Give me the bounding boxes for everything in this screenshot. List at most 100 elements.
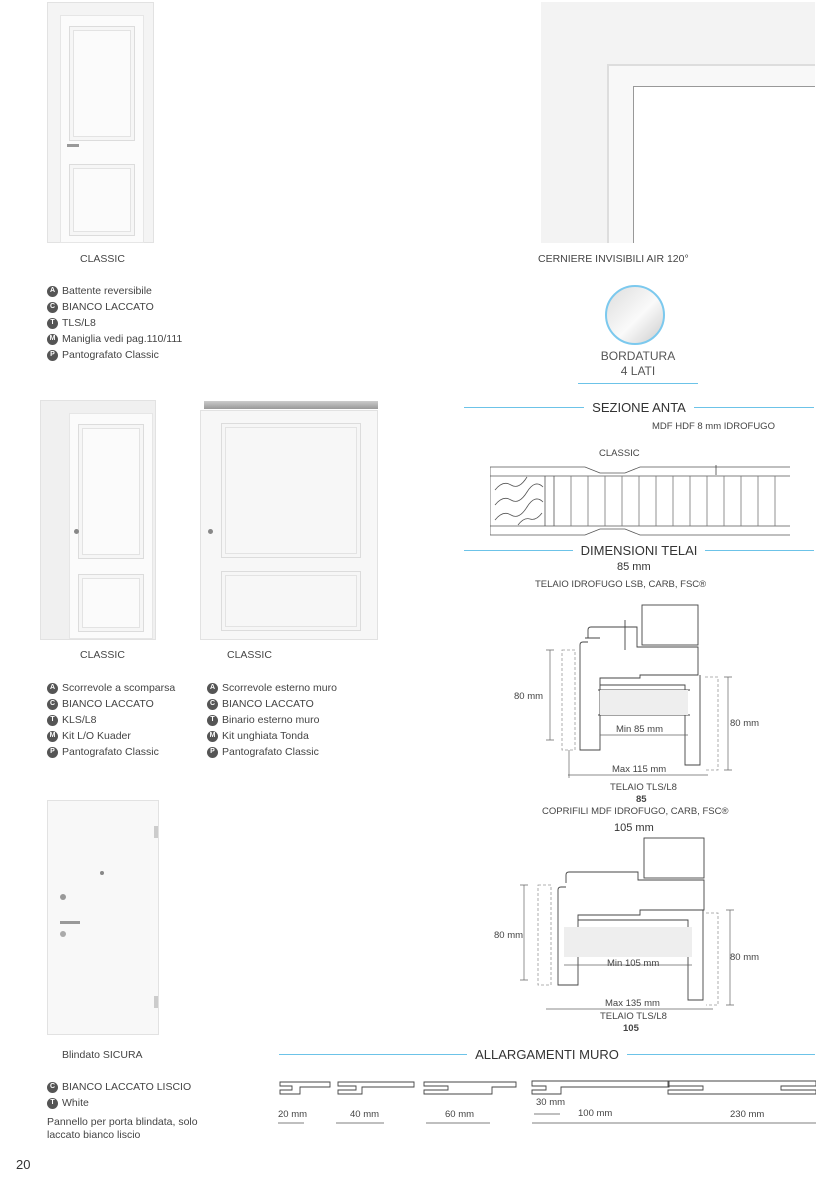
- spec-text: Binario esterno muro: [222, 714, 320, 726]
- bordatura-label: BORDATURA 4 LATI: [578, 349, 698, 379]
- door-sliding-pocket-image: [40, 400, 156, 640]
- extension-60: 60 mm: [445, 1109, 475, 1120]
- badge: M: [207, 730, 218, 742]
- extension-40: 40 mm: [350, 1109, 380, 1120]
- spec-item: T Binario esterno muro: [207, 712, 337, 728]
- spec-item: M Maniglia vedi pag.110/111: [47, 331, 182, 347]
- door-classic-image: [47, 2, 154, 243]
- spec-text: KLS/L8: [62, 714, 97, 726]
- frame85-max: Max 115 mm: [612, 764, 667, 775]
- spec-item: C BIANCO LACCATO: [207, 696, 337, 712]
- spec-item: M Kit L/O Kuader: [47, 728, 175, 744]
- badge: P: [207, 746, 218, 758]
- bordatura-icon: [605, 285, 665, 345]
- frame85-min: Min 85 mm: [616, 724, 663, 735]
- spec-item: C BIANCO LACCATO: [47, 696, 175, 712]
- spec-text: BIANCO LACCATO: [62, 301, 154, 313]
- spec-text: Pantografato Classic: [62, 746, 159, 758]
- door-section-diagram: [490, 465, 790, 536]
- frame85-coprifili: COPRIFILI MDF IDROFUGO, CARB, FSC®: [542, 806, 729, 817]
- spec-text: BIANCO LACCATO: [222, 698, 314, 710]
- page-number: 20: [16, 1157, 31, 1172]
- section-header-dimensioni-telai: DIMENSIONI TELAI: [464, 543, 815, 558]
- spec-text: Pantografato Classic: [222, 746, 319, 758]
- badge: C: [207, 698, 218, 710]
- frame105-max: Max 135 mm: [605, 998, 660, 1009]
- spec-item: T White: [47, 1095, 191, 1111]
- frame85-label: TELAIO IDROFUGO LSB, CARB, FSC®: [535, 579, 707, 590]
- spec-text: BIANCO LACCATO LISCIO: [62, 1081, 192, 1093]
- badge: T: [47, 317, 58, 329]
- frame105-diagram: [520, 837, 734, 1010]
- frame85-telaio-num: 85: [636, 794, 647, 805]
- badge: M: [47, 333, 58, 345]
- spec-item: A Battente reversibile: [47, 283, 182, 299]
- frame85-telaio: TELAIO TLS/L8: [610, 782, 677, 793]
- material-label: MDF HDF 8 mm IDROFUGO: [652, 421, 775, 432]
- door4-note: Pannello per porta blindata, solo laccat…: [47, 1116, 198, 1141]
- spec-text: BIANCO LACCATO: [62, 698, 154, 710]
- door-blindato-image: [47, 800, 159, 1035]
- badge: P: [47, 349, 58, 361]
- sliding-rail: [204, 401, 378, 409]
- spec-item: C BIANCO LACCATO LISCIO: [47, 1079, 191, 1095]
- door1-caption: CLASSIC: [80, 253, 125, 265]
- door3-specs: A Scorrevole esterno muro C BIANCO LACCATO…: [207, 680, 337, 760]
- handle-icon: [67, 144, 79, 147]
- spec-item: A Scorrevole esterno muro: [207, 680, 337, 696]
- extension-230: 230 mm: [730, 1109, 765, 1120]
- divider: [578, 383, 698, 384]
- door2-caption: CLASSIC: [80, 649, 125, 661]
- spec-item: T TLS/L8: [47, 315, 182, 331]
- wall-extension-profiles: [278, 1080, 816, 1124]
- frame105-telaio: TELAIO TLS/L8: [600, 1011, 667, 1022]
- section-header-allargamenti: ALLARGAMENTI MURO: [279, 1047, 815, 1062]
- spec-text: TLS/L8: [62, 317, 96, 329]
- badge: T: [207, 714, 218, 726]
- door4-caption: Blindato SICURA: [62, 1049, 143, 1061]
- spec-text: Kit unghiata Tonda: [222, 730, 309, 742]
- badge: C: [47, 698, 58, 710]
- spec-text: Maniglia vedi pag.110/111: [62, 333, 183, 345]
- frame105-right-h: 80 mm: [730, 952, 760, 963]
- badge: A: [47, 682, 58, 694]
- section-title: ALLARGAMENTI MURO: [475, 1047, 619, 1062]
- section-title: SEZIONE ANTA: [592, 400, 686, 415]
- spec-text: Scorrevole a scomparsa: [62, 682, 176, 694]
- door3-caption: CLASSIC: [227, 649, 272, 661]
- spec-text: Battente reversibile: [62, 285, 152, 297]
- badge: A: [47, 285, 58, 297]
- spec-item: A Scorrevole a scomparsa: [47, 680, 175, 696]
- handle-icon: [60, 921, 80, 924]
- hinge-image: [541, 2, 815, 243]
- spec-text: Pantografato Classic: [62, 349, 159, 361]
- hinge-caption: CERNIERE INVISIBILI AIR 120°: [538, 253, 689, 265]
- extension-30: 30 mm: [536, 1097, 566, 1108]
- model-label: CLASSIC: [599, 448, 640, 459]
- section-header-sezione-anta: SEZIONE ANTA: [464, 400, 815, 415]
- frame85-right-h: 80 mm: [730, 718, 760, 729]
- frame105-min: Min 105 mm: [607, 958, 660, 969]
- section-title: DIMENSIONI TELAI: [580, 543, 698, 558]
- badge: T: [47, 1097, 58, 1109]
- spec-item: P Pantografato Classic: [47, 347, 182, 363]
- badge: M: [47, 730, 58, 742]
- badge: A: [207, 682, 218, 694]
- bordatura-line1: BORDATURA: [600, 349, 676, 363]
- frame105-telaio-num: 105: [623, 1023, 639, 1034]
- frame85-size: 85 mm: [617, 561, 651, 573]
- spec-text: Scorrevole esterno muro: [222, 682, 337, 694]
- spec-item: M Kit unghiata Tonda: [207, 728, 337, 744]
- badge: C: [47, 1081, 58, 1093]
- frame105-size: 105 mm: [614, 822, 654, 834]
- spec-text: White: [62, 1097, 89, 1109]
- spec-text: Kit L/O Kuader: [62, 730, 131, 742]
- extension-20: 20 mm: [278, 1109, 308, 1120]
- hatch-area: [600, 690, 688, 715]
- frame85-left-h: 80 mm: [514, 691, 544, 702]
